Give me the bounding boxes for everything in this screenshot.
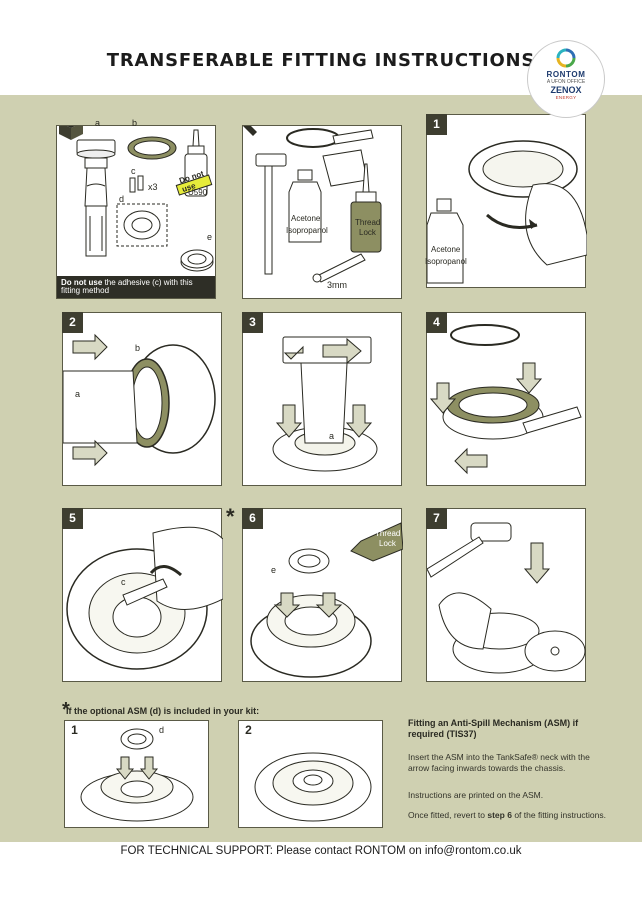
step-2-number: 2 (62, 312, 83, 333)
swirl-logo-icon (556, 48, 576, 68)
step-3-panel: 3 a (242, 312, 402, 486)
asm-paragraph-2: Instructions are printed on the ASM. (408, 790, 544, 800)
threadlock-label-2: Lock (359, 228, 376, 237)
asm-step-1-number: 1 (71, 723, 78, 737)
step-5-number: 5 (62, 508, 83, 529)
asm-paragraph-1: Insert the ASM into the TankSafe® neck w… (408, 752, 590, 773)
step-6-number: 6 (242, 508, 263, 529)
step-1-panel: 1 Acetone Isopropanol (425, 114, 587, 288)
step-1-bottle-label-2: Isopropanol (425, 257, 467, 266)
step-4-panel: 4 (426, 312, 586, 486)
logo-tagline: A UFON OFFICE (546, 79, 586, 85)
step-3-number: 3 (242, 312, 263, 333)
label-d: d (119, 194, 125, 204)
allen-size: 3mm (327, 280, 347, 290)
step-1-bottle-label-1: Acetone (431, 245, 461, 254)
kit-contents-panel: a b c x3 d e Do not use U590 Do not use … (56, 118, 216, 299)
step-6-illustration (250, 522, 403, 678)
step-7-illustration (427, 522, 586, 674)
step-4-illustration (429, 324, 582, 475)
step-6-optional-marker: * (226, 504, 235, 529)
step-5-panel: 5 c (62, 508, 223, 682)
step-5-illustration (66, 526, 223, 670)
adhesive-code: U590 (188, 188, 208, 197)
rontom-zenox-logo: RONTOM A UFON OFFICE ZENOX ENERGY (527, 40, 605, 118)
asm-step-2-panel: 2 (238, 720, 383, 828)
step-5-label-c: c (121, 577, 126, 587)
step-6-bottle-label-2: Lock (379, 539, 396, 548)
asm-label-d: d (159, 725, 165, 735)
warning-text: the adhesive (c) with this fitting metho… (61, 278, 193, 295)
asm-optional-marker: * (62, 699, 70, 721)
step-3-illustration (272, 336, 378, 472)
asm-step-6-reference: step 6 (487, 810, 512, 820)
label-e: e (207, 232, 213, 242)
step-4-number: 4 (426, 312, 447, 333)
step-6-label-e: e (271, 565, 277, 575)
page-title: TRANSFERABLE FITTING INSTRUCTIONS (106, 50, 536, 71)
adhesive-warning: Do not use the adhesive (c) with this fi… (57, 276, 215, 298)
support-footer: FOR TECHNICAL SUPPORT: Please contact RO… (120, 845, 522, 857)
isopropanol-label: Isopropanol (286, 226, 328, 235)
kit-contents-illustration (59, 126, 214, 272)
asm-step-1-illustration (80, 728, 194, 822)
label-b: b (132, 118, 138, 128)
threadlock-label-1: Thread (355, 218, 381, 227)
asm-step-2-illustration (254, 752, 372, 822)
logo-product-sub: ENERGY (555, 95, 577, 100)
multiplier-x3: x3 (148, 182, 158, 192)
acetone-label: Acetone (291, 214, 321, 223)
step-2-panel: 2 b a (62, 312, 222, 486)
asm-heading: If the optional ASM (d) is included in y… (66, 706, 260, 716)
asm-step-1-panel: 1 d (64, 720, 209, 828)
logo-brand: RONTOM (546, 70, 586, 79)
step-2-label-a: a (75, 389, 81, 399)
step-2-illustration (63, 333, 216, 467)
warning-bold: Do not use (61, 278, 103, 287)
wrench-icon (243, 126, 257, 136)
tools-illustration (243, 126, 382, 283)
step-1-illustration (427, 140, 587, 284)
asm-paragraph-3: Once fitted, revert to step 6 of the fit… (408, 810, 608, 821)
step-6-bottle-label-1: Thread (375, 529, 401, 538)
step-2-label-b: b (135, 343, 141, 353)
asm-side-title: Fitting an Anti-Spill Mechanism (ASM) if… (408, 718, 579, 739)
step-7-panel: 7 (426, 508, 586, 682)
step-7-number: 7 (426, 508, 447, 529)
asm-paragraph-3-pre: Once fitted, revert to (408, 810, 488, 820)
asm-paragraph-3-post: of the fitting instructions. (511, 810, 606, 820)
box-icon (59, 126, 83, 140)
step-1-number: 1 (426, 114, 447, 135)
step-3-label-a: a (329, 431, 335, 441)
logo-product: ZENOX (550, 85, 582, 95)
tools-panel: Acetone Isopropanol Thread Lock 3mm (242, 125, 402, 299)
label-c: c (131, 166, 136, 176)
step-6-panel: 6 e Thread Lock (242, 508, 403, 682)
label-a: a (95, 118, 101, 128)
asm-step-2-number: 2 (245, 723, 252, 737)
